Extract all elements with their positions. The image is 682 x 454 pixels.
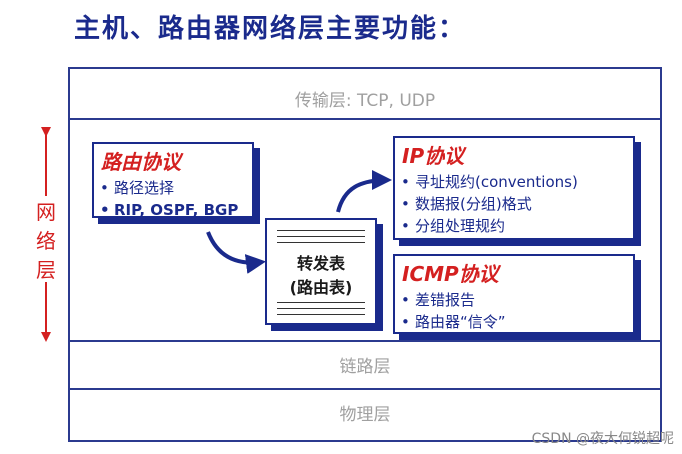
- bullet-icon: •: [401, 313, 410, 331]
- watermark: CSDN @夜大何锐超呢: [531, 431, 674, 447]
- list-item: •寻址规约(conventions): [401, 173, 578, 191]
- icmp-protocol-box: ICMP协议 •差错报告 •路由器“信令”: [393, 254, 635, 334]
- routing-protocol-box: 路由协议 •路径选择 •RIP, OSPF, BGP: [92, 142, 254, 221]
- table-to-ip-arrow-icon: [336, 170, 392, 213]
- forwarding-table-box: 转发表 (路由表): [265, 218, 377, 325]
- list-item: •差错报告: [401, 291, 476, 309]
- icmp-protocol-title: ICMP协议: [402, 262, 499, 286]
- bullet-icon: •: [100, 179, 109, 197]
- table-rule: [277, 242, 365, 243]
- routing-to-table-arrow-icon: [206, 231, 266, 274]
- forwarding-table-label: 转发表: [296, 254, 345, 273]
- page-title: 主机、路由器网络层主要功能：: [74, 14, 467, 44]
- table-rule: [277, 302, 365, 303]
- table-rule: [277, 230, 365, 231]
- list-item: •路由器“信令”: [401, 313, 506, 331]
- list-item: •分组处理规约: [401, 217, 506, 235]
- physical-layer-label: 物理层: [339, 405, 391, 425]
- ip-protocol-box: IP协议 •寻址规约(conventions) •数据报(分组)格式 •分组处理…: [393, 136, 635, 240]
- network-layer-side-label: 网络层: [36, 200, 56, 282]
- list-item: •路径选择: [100, 179, 175, 197]
- list-item: •数据报(分组)格式: [401, 195, 532, 213]
- divider-physical: [68, 388, 662, 390]
- bullet-icon: •: [401, 173, 410, 191]
- icmp-protocol-list: •差错报告 •路由器“信令”: [401, 289, 633, 333]
- bullet-icon: •: [401, 195, 410, 213]
- table-rule: [277, 308, 365, 309]
- table-rule: [277, 314, 365, 315]
- transport-layer-label: 传输层: TCP, UDP: [294, 91, 436, 111]
- list-item: •RIP, OSPF, BGP: [100, 201, 239, 219]
- table-rule: [277, 236, 365, 237]
- bullet-icon: •: [401, 291, 410, 309]
- bullet-icon: •: [401, 217, 410, 235]
- ip-protocol-list: •寻址规约(conventions) •数据报(分组)格式 •分组处理规约: [401, 171, 633, 237]
- divider-transport: [68, 118, 662, 120]
- routing-table-label: (路由表): [289, 278, 353, 297]
- bullet-icon: •: [100, 201, 110, 219]
- link-layer-label: 链路层: [339, 357, 391, 377]
- ip-protocol-title: IP协议: [402, 144, 465, 168]
- divider-link: [68, 340, 662, 342]
- routing-protocol-list: •路径选择 •RIP, OSPF, BGP: [100, 177, 252, 221]
- routing-protocol-title: 路由协议: [101, 150, 181, 174]
